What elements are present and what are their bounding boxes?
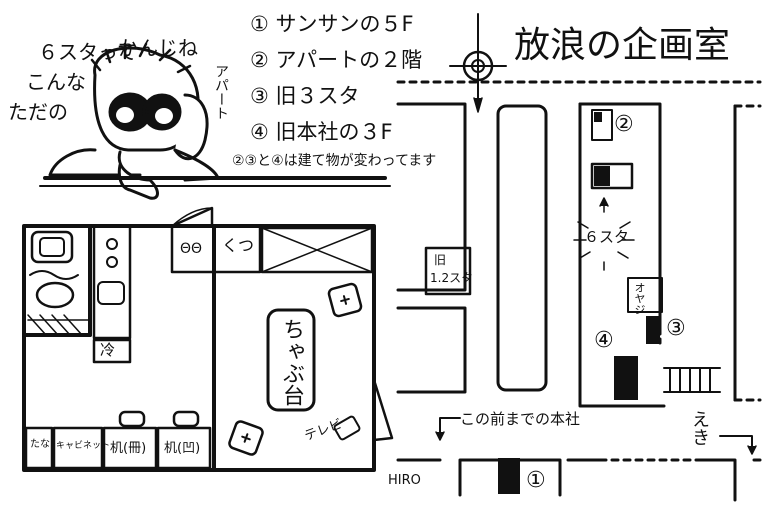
map-old12-line2: 1.2スタ [430, 271, 474, 285]
shoes-label: くつ [222, 236, 255, 255]
heading-line-1: ６スタって [38, 40, 137, 64]
legend-item-1: ① サンサンの５F [250, 12, 414, 36]
page-title: 放浪の企画室 [514, 25, 731, 66]
desk-left-label: 机(冊) [110, 441, 147, 456]
shelf-label: たな [30, 439, 50, 450]
chabudai-label: ちゃぶ台 [279, 318, 304, 406]
floorplan [22, 206, 394, 472]
map-old12-line1: 旧 [434, 253, 447, 267]
legend-item-4: ④ 旧本社の３F [250, 120, 393, 144]
map-badge-2: ② [614, 112, 634, 137]
map-badge-1: ① [526, 468, 546, 493]
map-studio6-label: ６スタ [584, 228, 630, 246]
rack-label: ΘΘ [180, 241, 203, 257]
heading-vertical: アパート [213, 64, 229, 120]
legend-note: ②③と④は建て物が変わってます [232, 153, 437, 169]
map-hiro-label: HIRO [388, 473, 421, 488]
fridge-label: 冷 [100, 341, 116, 359]
map-station-label: えき [689, 410, 710, 446]
legend-item-2: ② アパートの２階 [250, 48, 423, 72]
street-map [396, 13, 762, 502]
cabinet-label: キャビネット [56, 441, 111, 451]
heading-line-2: こんな [26, 70, 86, 94]
heading-line-4: かんじね [118, 36, 198, 60]
heading-line-3: ただの [8, 100, 68, 124]
map-badge-3: ③ [666, 316, 686, 341]
map-oyaji-label: オヤジ [633, 282, 646, 315]
map-badge-4: ④ [594, 328, 614, 353]
map-hq-note: この前までの本社 [460, 410, 581, 428]
legend-item-3: ③ 旧３スタ [250, 84, 360, 108]
cartoon-character [48, 42, 220, 200]
desk-right-label: 机(凹) [164, 441, 201, 456]
